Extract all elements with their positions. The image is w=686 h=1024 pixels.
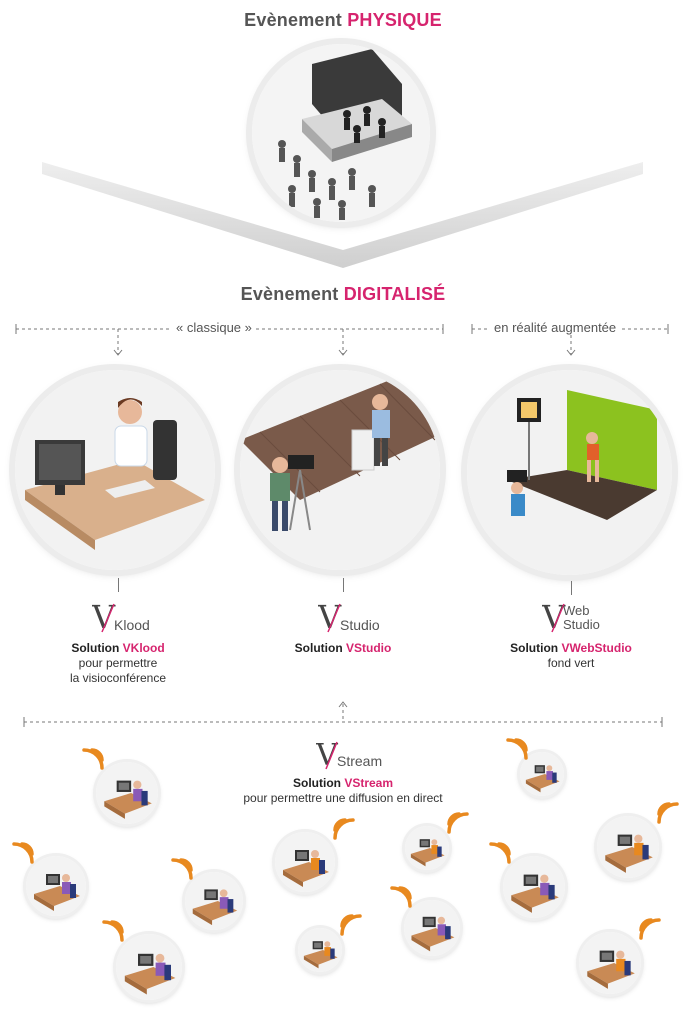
streaming-station	[116, 934, 182, 1000]
streaming-station	[404, 900, 460, 956]
digital-event-title: Evènement DIGITALISÉ	[0, 284, 686, 305]
concert-illustration	[252, 44, 430, 222]
vwebstudio-caption: Solution VWebStudio fond vert	[510, 641, 632, 670]
streaming-station	[597, 816, 659, 878]
vstream-logo: V Stream	[315, 737, 392, 774]
wifi-signal-icon	[338, 910, 366, 943]
logo-text: Studio	[340, 617, 380, 633]
caption-line: pour permettre	[78, 656, 158, 670]
connector-tick	[118, 578, 119, 592]
wifi-signal-icon	[8, 838, 36, 871]
streaming-station	[275, 832, 335, 892]
streaming-station	[520, 752, 564, 796]
title-accent: DIGITALISÉ	[343, 284, 446, 304]
title-prefix: Evènement	[240, 284, 339, 304]
green-screen-illustration	[467, 370, 672, 575]
classic-label: « classique »	[172, 320, 256, 335]
streaming-station	[96, 762, 158, 824]
streaming-station	[298, 928, 342, 972]
wifi-signal-icon	[331, 814, 359, 847]
stream-bracket	[23, 701, 663, 727]
wifi-signal-icon	[167, 854, 195, 887]
vstream-caption: Solution VStream pour permettre une diff…	[243, 776, 443, 805]
vstudio-caption: Solution VStudio	[294, 641, 392, 655]
wifi-signal-icon	[637, 914, 665, 947]
logo-text: Web	[563, 603, 590, 618]
wifi-signal-icon	[485, 838, 513, 871]
vklood-logo: V Klood	[91, 598, 162, 637]
studio-illustration	[240, 370, 440, 570]
vwebstudio-logo: V Web Studio	[541, 598, 612, 637]
wifi-signal-icon	[445, 808, 473, 841]
vklood-caption: Solution VKlood pour permettre la visioc…	[69, 641, 167, 685]
streaming-station	[185, 872, 243, 930]
streaming-station	[26, 856, 86, 916]
wifi-signal-icon	[78, 744, 106, 777]
streaming-station	[503, 856, 565, 918]
ar-label: en réalité augmentée	[490, 320, 621, 335]
streaming-station	[405, 826, 449, 870]
wifi-signal-icon	[98, 916, 126, 949]
logo-text: Klood	[114, 617, 150, 633]
wifi-signal-icon	[655, 798, 683, 831]
chevron-arrow	[42, 162, 643, 268]
wifi-signal-icon	[502, 734, 530, 767]
connector-tick	[571, 581, 572, 595]
streaming-station	[579, 932, 641, 994]
title-accent: PHYSIQUE	[347, 10, 442, 30]
caption-line: fond vert	[547, 656, 595, 670]
wifi-signal-icon	[386, 882, 414, 915]
logo-text: Studio	[563, 617, 600, 632]
title-prefix: Evènement	[244, 10, 342, 30]
connector-tick	[343, 578, 344, 592]
videoconference-illustration	[15, 370, 215, 570]
physical-event-title: Evènement PHYSIQUE	[0, 10, 686, 31]
logo-text: Stream	[337, 753, 382, 769]
vstudio-logo: V Studio	[317, 598, 388, 637]
caption-line: la visioconférence	[69, 671, 167, 685]
caption-line: pour permettre une diffusion en direct	[243, 791, 443, 805]
